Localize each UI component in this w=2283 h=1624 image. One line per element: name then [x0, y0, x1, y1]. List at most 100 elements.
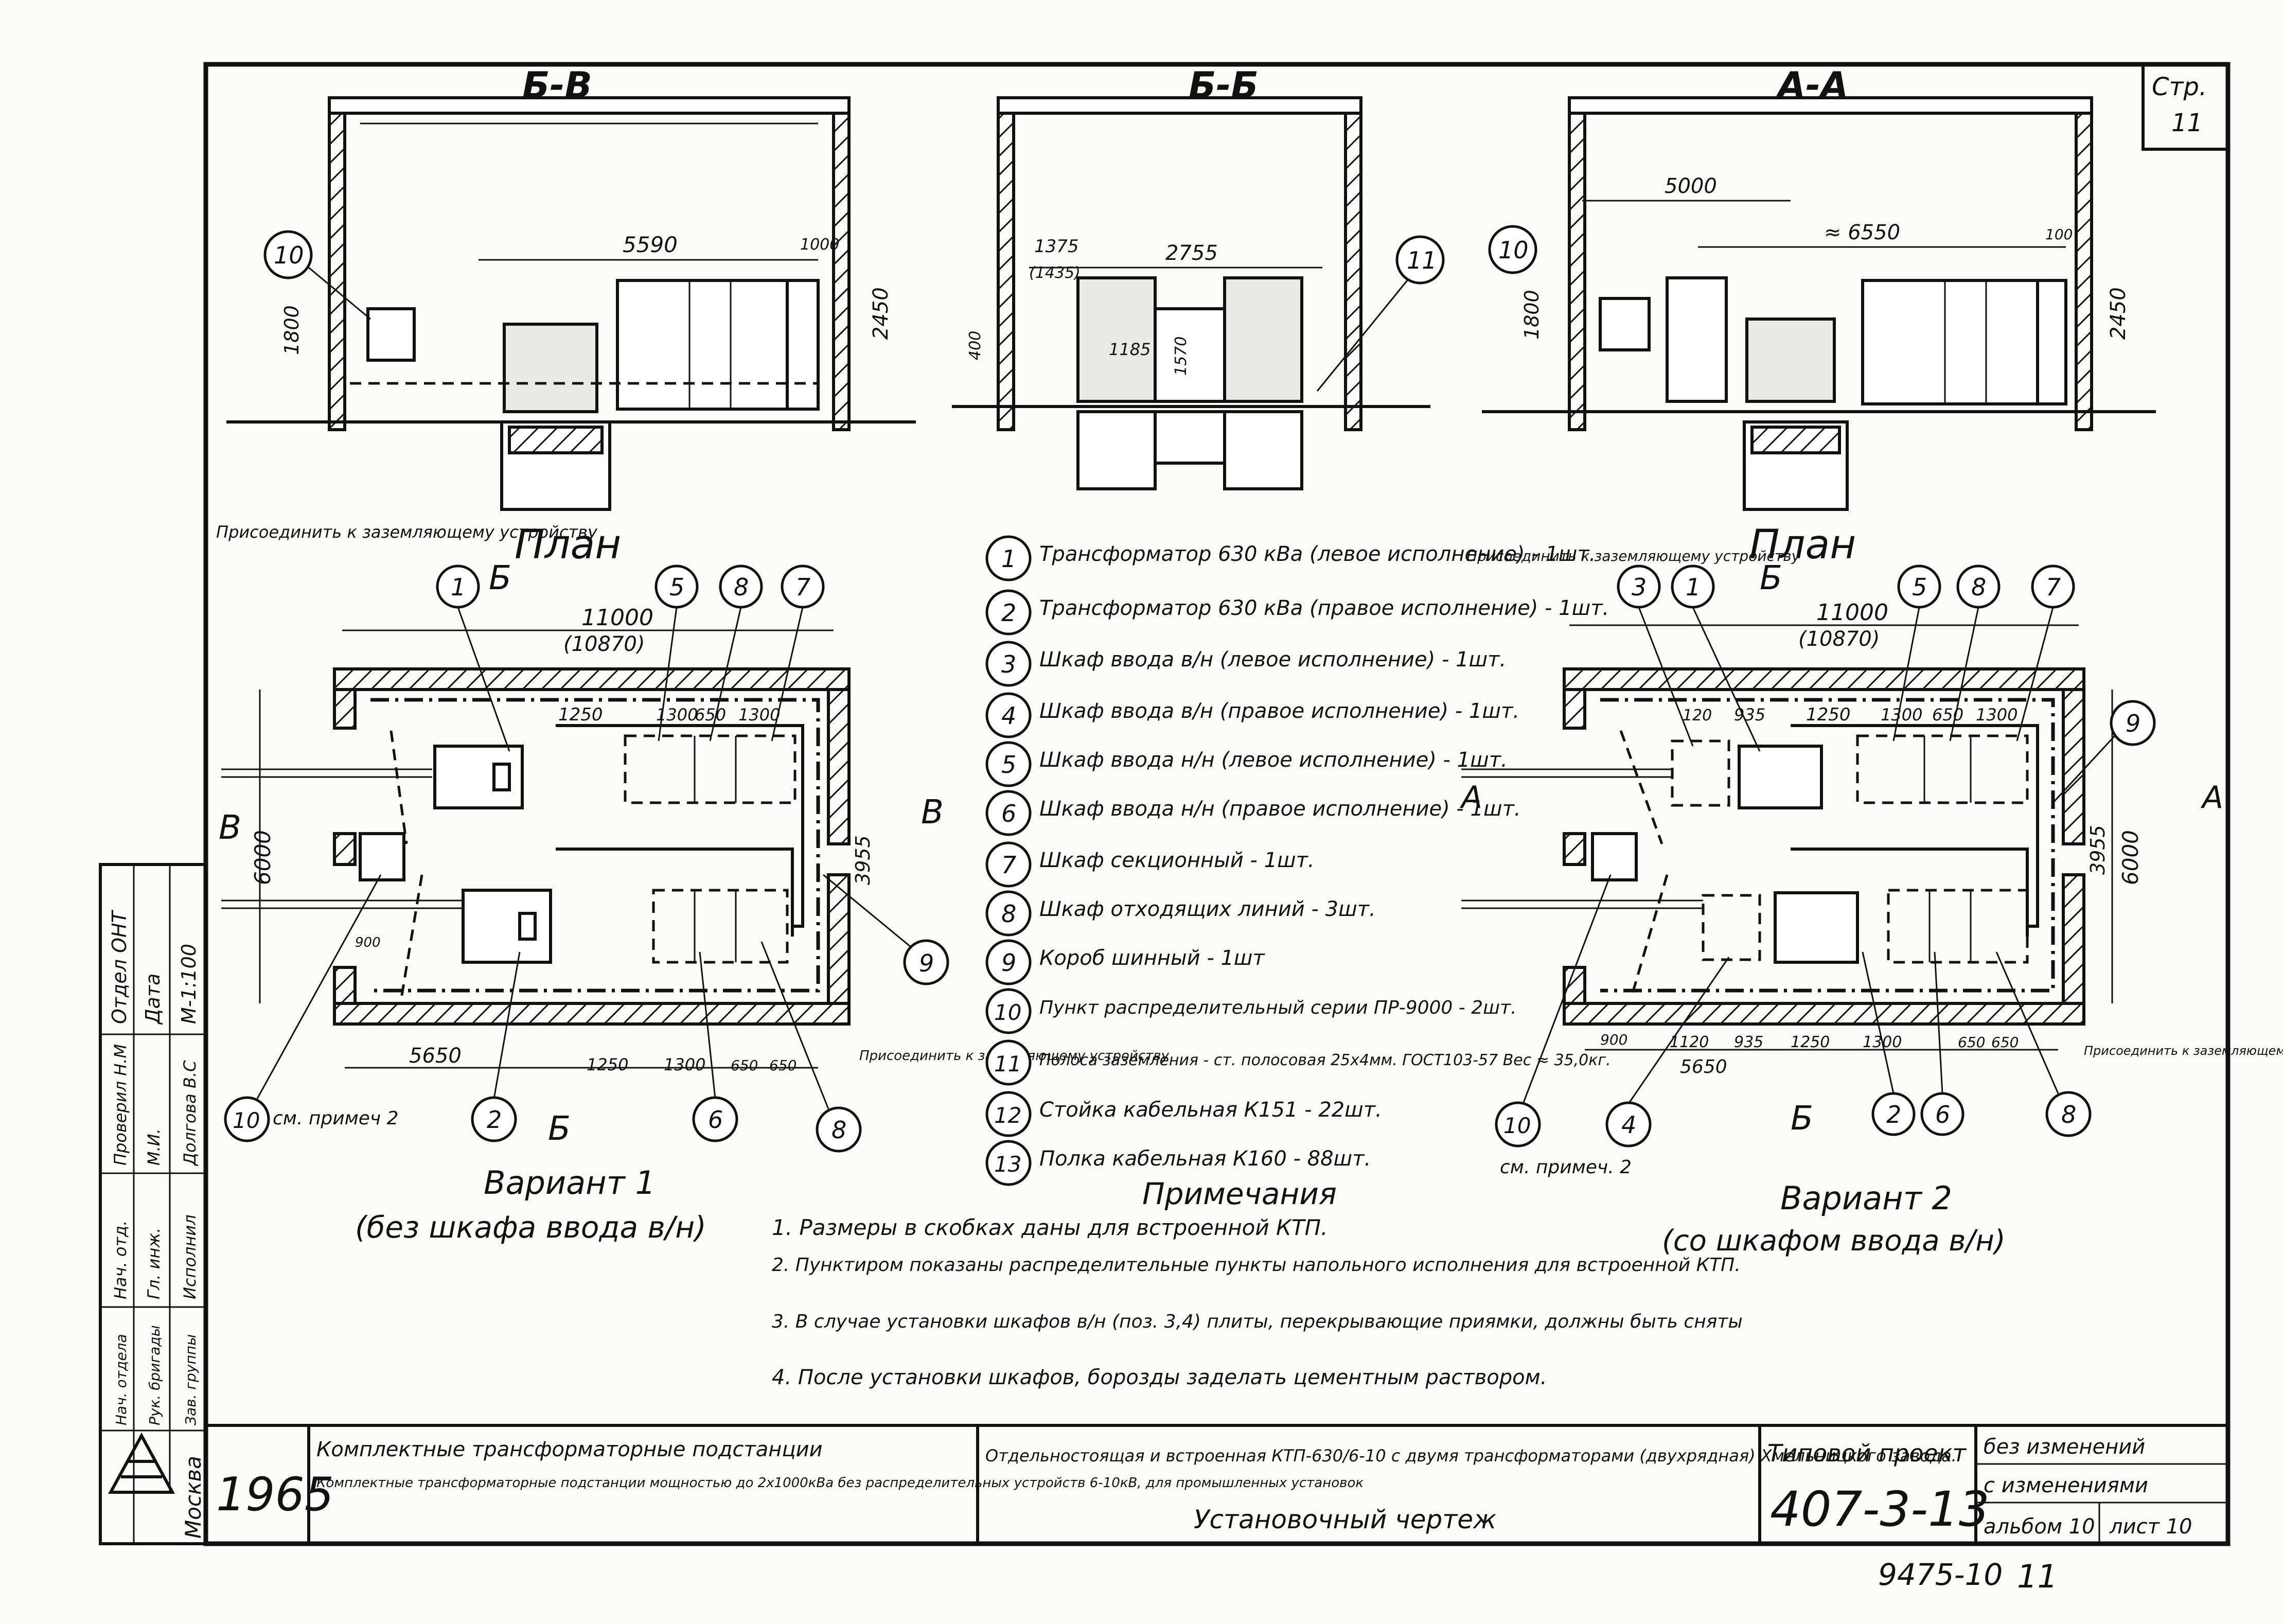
plan-right-mark-b-bottom: Б — [1791, 1100, 1813, 1138]
dim-r-935: 935 — [1734, 705, 1765, 725]
dim-l-1300b: 1300 — [738, 705, 780, 725]
title-desc-3: Установочный чертеж — [1194, 1505, 1496, 1534]
svg-text:10: 10 — [274, 241, 304, 269]
legend-number: 10 — [994, 1000, 1021, 1025]
legend-item-12: 12 Стойка кабельная К151 - 22шт. — [985, 1091, 1382, 1137]
svg-text:1: 1 — [1686, 573, 1701, 601]
legend-number: 9 — [1001, 949, 1016, 977]
legend-item-10: 10 Пункт распределительный серии ПР-9000… — [985, 988, 1516, 1034]
legend-number: 6 — [1001, 800, 1016, 827]
plan-right-transformer-1 — [1738, 745, 1823, 809]
dim-l-b650a: 650 — [731, 1057, 758, 1074]
legend-text: Шкаф секционный - 1шт. — [1039, 849, 1315, 872]
svg-text:6: 6 — [1935, 1101, 1950, 1128]
legend-text: Полка кабельная К160 - 88шт. — [1039, 1147, 1371, 1171]
legend-text: Шкаф ввода н/н (правое исполнение) - 1шт… — [1039, 797, 1521, 821]
dim-plan-right-3955: 3955 — [2086, 825, 2109, 875]
legend-number: 1 — [1001, 545, 1016, 573]
svg-text:2: 2 — [487, 1106, 502, 1134]
dim-mid-1185: 1185 — [1109, 340, 1151, 359]
callout-11 — [1395, 235, 1445, 285]
legend-number: 2 — [1001, 599, 1016, 627]
svg-text:7: 7 — [2046, 573, 2061, 601]
legend-item-13: 13 Полка кабельная К160 - 88шт. — [985, 1140, 1371, 1186]
plan-right-mark-a-right: А — [2200, 780, 2223, 816]
drawing-frame — [203, 62, 2231, 1546]
legend-text: Стойка кабельная К151 - 22шт. — [1039, 1098, 1382, 1122]
dim-r-b650b: 650 — [1991, 1034, 2019, 1051]
title-desc-1a: Комплектные трансформаторные подстанции — [316, 1438, 823, 1461]
stamp-cell: М-1:100 — [178, 944, 200, 1024]
plan-variant-2: План Присоединить к заземляющему устройс… — [1459, 522, 2283, 1178]
legend-number: 5 — [1001, 751, 1016, 779]
plan-right-transformer-2 — [1774, 891, 1859, 964]
stamp-cell: Исполнил — [180, 1214, 200, 1299]
left-binding-strip — [99, 863, 207, 1545]
svg-text:5: 5 — [669, 573, 684, 601]
footer-code: 9475-10 — [1878, 1557, 2003, 1592]
dim-right-1800: 1800 — [1520, 290, 1543, 340]
legend-number: 7 — [1001, 851, 1016, 879]
see-note-left: см. примеч 2 — [273, 1108, 399, 1129]
legend-item-5: 5 Шкаф ввода н/н (левое исполнение) - 1ш… — [985, 741, 1508, 787]
title-sheet: лист 10 — [2109, 1515, 2192, 1539]
svg-text:5: 5 — [1912, 573, 1927, 601]
connect-note-right-bottom: Присоединить к заземляющему устройству — [2084, 1044, 2283, 1058]
svg-text:8: 8 — [734, 573, 749, 601]
legend-text: Трансформатор 630 кВа (левое исполнение)… — [1039, 542, 1596, 566]
legend-text: Шкаф ввода в/н (левое исполнение) - 1шт. — [1039, 648, 1506, 672]
svg-text:2: 2 — [1886, 1101, 1901, 1128]
note-4: 4. После установки шкафов, борозды задел… — [772, 1366, 1547, 1389]
stamp-cell: Отдел ОНТ — [108, 909, 131, 1024]
title-with-changes: с изменениями — [1984, 1474, 2148, 1497]
dim-mid-1570: 1570 — [1172, 337, 1190, 376]
stamp-cell: Гл. инж. — [144, 1228, 164, 1299]
dim-right-100: 100 — [2045, 226, 2073, 243]
legend-text: Полоса заземления - ст. полосовая 25х4мм… — [1039, 1051, 1611, 1069]
legend: 1 Трансформатор 630 кВа (левое исполнени… — [985, 535, 1611, 1186]
svg-text:9: 9 — [2126, 710, 2140, 737]
dim-r-1300b: 1300 — [1976, 705, 2017, 725]
svg-text:10: 10 — [233, 1108, 260, 1133]
dim-r-120: 120 — [1683, 707, 1712, 725]
dim-l-b1300: 1300 — [664, 1055, 705, 1074]
footer-sheet: 11 — [2017, 1558, 2058, 1595]
svg-text:4: 4 — [1621, 1111, 1636, 1139]
stamp-city: Москва — [181, 1456, 206, 1539]
dim-r-1250: 1250 — [1806, 704, 1851, 725]
side-stamp: Отдел ОНТ Дата М-1:100 Проверил Н.М М.И.… — [100, 864, 206, 1544]
note-1: 1. Размеры в скобках даны для встроенной… — [772, 1215, 1328, 1240]
variant-1-title: Вариант 1 — [484, 1164, 656, 1202]
legend-number: 12 — [994, 1103, 1021, 1128]
plan-left-mark-v-left: В — [219, 809, 241, 847]
dim-plan-right-6000: 6000 — [2118, 830, 2143, 885]
page-number-label: Стр. — [2152, 73, 2207, 101]
plan-right-cabinets-top — [1856, 734, 2029, 804]
title-type-label: Типовой проект — [1767, 1439, 1967, 1467]
title-no-changes: без изменений — [1984, 1435, 2145, 1459]
dim-r-1300a: 1300 — [1881, 705, 1922, 725]
dim-plan-left-3955: 3955 — [852, 835, 874, 885]
note-2: 2. Пунктиром показаны распределительные … — [772, 1255, 1741, 1276]
plan-left-mark-b-top: Б — [489, 559, 511, 597]
section-bv: Б-В 5590 1000 1800 2450 10 — [226, 64, 916, 511]
section-bb-cabinet-left — [1076, 276, 1157, 403]
dim-plan-right-10870: (10870) — [1798, 627, 1880, 651]
legend-item-9: 9 Короб шинный - 1шт — [985, 939, 1266, 985]
legend-number: 11 — [994, 1051, 1021, 1076]
stamp-cell: Рук. бригады — [146, 1325, 163, 1425]
plan-variant-1: План Присоединить к заземляющему устройс… — [216, 522, 1170, 1153]
plan-left-cabinets-bottom — [652, 889, 789, 964]
stamp-cell: Нач. отд. — [111, 1221, 130, 1299]
plan-left-cabinets-top — [624, 734, 797, 804]
institute-logo-icon — [108, 1432, 175, 1494]
dim-left-5590: 5590 — [623, 232, 678, 257]
dim-l-5650: 5650 — [409, 1044, 462, 1068]
svg-text:7: 7 — [795, 573, 810, 601]
legend-text: Трансформатор 630 кВа (правое исполнение… — [1039, 596, 1609, 620]
dim-plan-left-6000: 6000 — [250, 830, 275, 885]
section-aa-transformer — [1745, 317, 1836, 403]
plan-right-mark-b-top: Б — [1760, 559, 1782, 597]
svg-text:10: 10 — [1503, 1113, 1531, 1138]
